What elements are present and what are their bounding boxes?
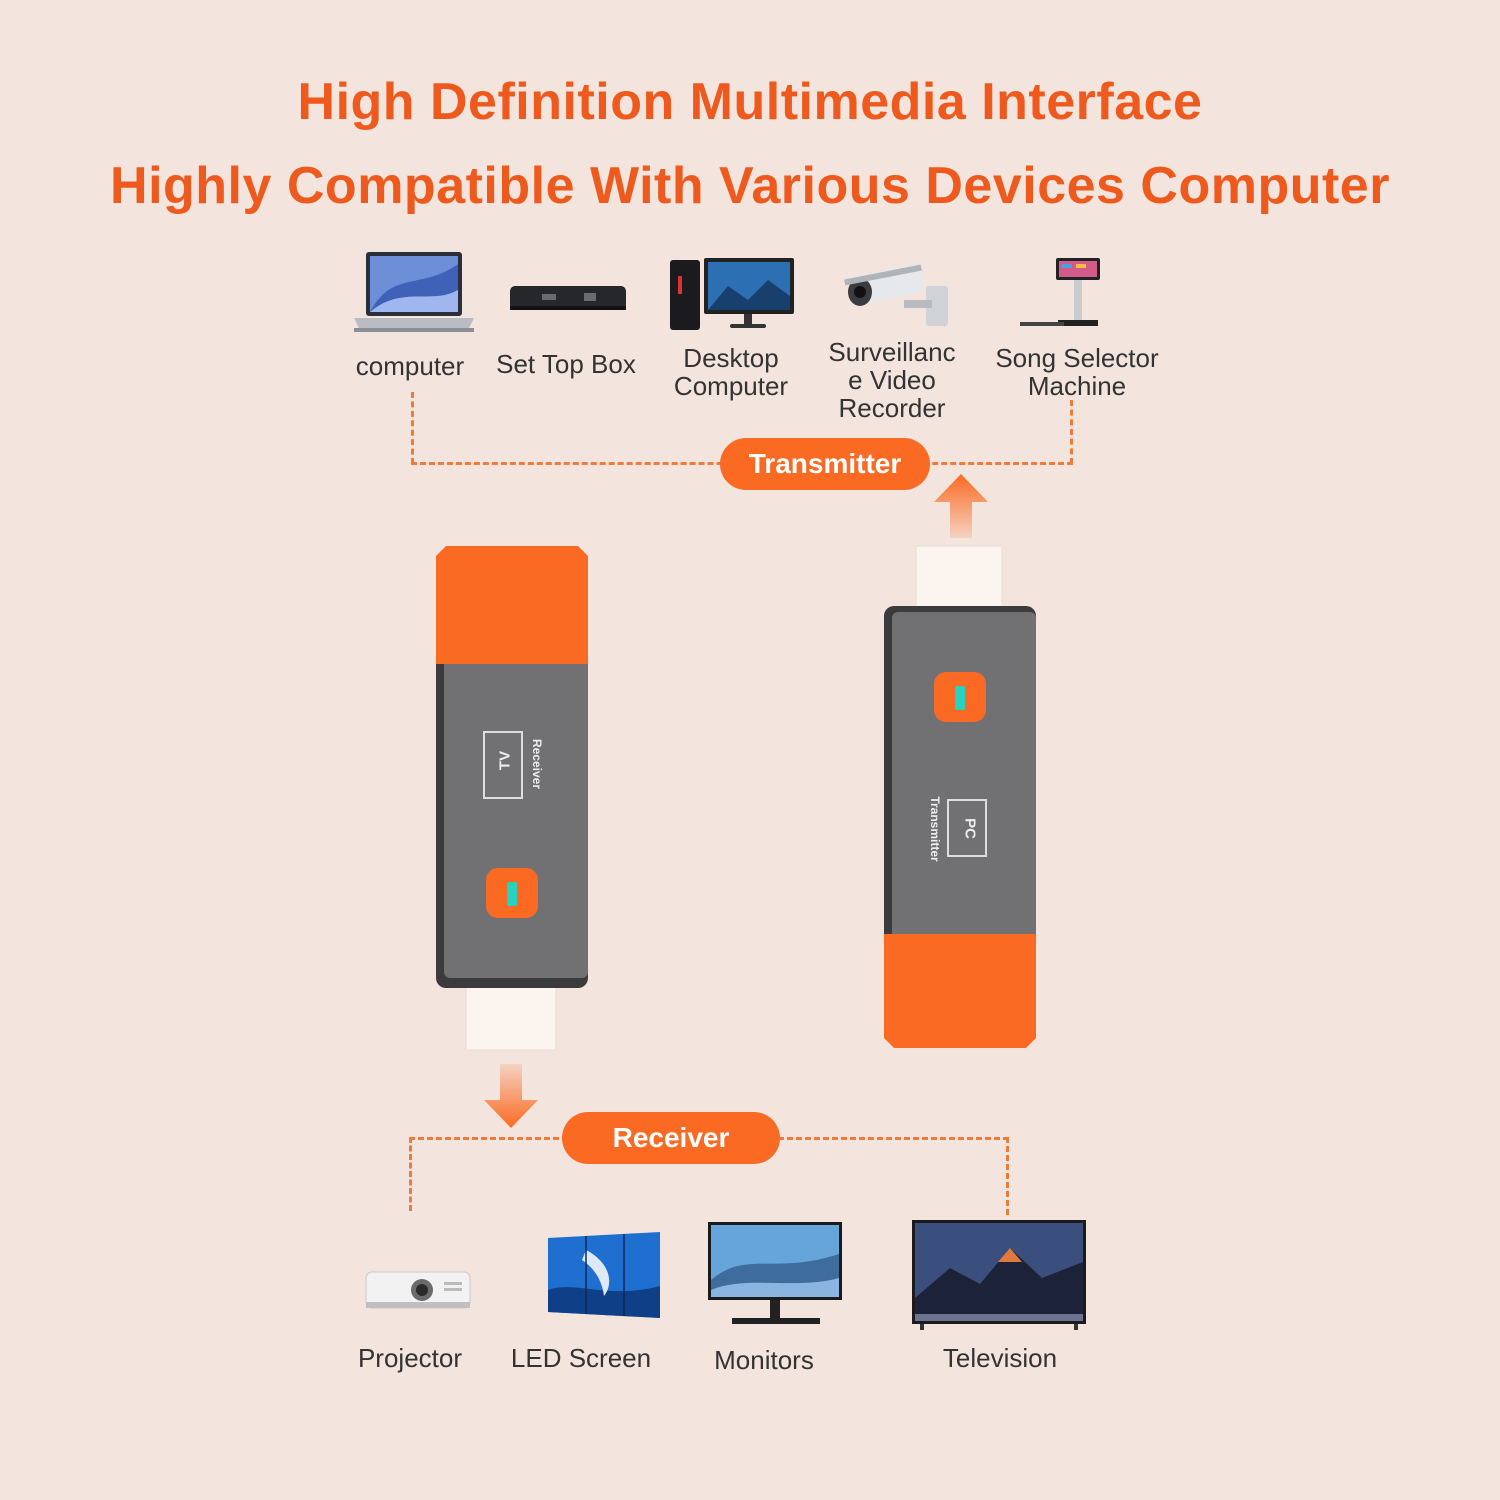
device-label-led-screen: LED Screen: [510, 1343, 652, 1373]
receiver-pill: Receiver: [562, 1112, 780, 1164]
receiver-box-text: TV: [496, 750, 514, 771]
led-screen-icon: [548, 1232, 660, 1318]
television-icon: [912, 1220, 1086, 1330]
device-label-desktop-computer: Desktop Computer: [673, 343, 789, 401]
receiver-connector-right: [1006, 1137, 1009, 1215]
device-label-monitors: Monitors: [714, 1345, 814, 1375]
transmitter-dongle: [884, 545, 1036, 1048]
surveillance-camera-icon: [844, 264, 948, 326]
transmitter-connector-right: [1070, 400, 1073, 464]
device-label-computer: computer: [355, 351, 465, 381]
song-selector-icon: [1020, 258, 1100, 326]
receiver-connector-left: [409, 1137, 412, 1211]
transmitter-box-text: PC: [961, 818, 979, 839]
device-label-surveillance-video-recorder: Surveillanc e Video Recorder: [828, 337, 956, 423]
transmitter-side-text: Transmitter: [928, 796, 942, 862]
arrow-up-icon: [934, 474, 988, 538]
device-label-projector: Projector: [357, 1343, 463, 1373]
transmitter-pill: Transmitter: [720, 438, 930, 490]
desktop-computer-icon: [670, 258, 794, 330]
laptop-icon: [354, 252, 474, 332]
device-label-song-selector-machine: Song Selector Machine: [995, 343, 1159, 401]
receiver-dongle: [436, 546, 588, 1051]
monitor-icon: [708, 1222, 842, 1324]
transmitter-connector-left: [411, 392, 414, 464]
arrow-down-icon: [484, 1064, 538, 1128]
device-label-set-top-box: Set Top Box: [496, 349, 636, 379]
receiver-side-text: Receiver: [530, 738, 544, 790]
title-line-1: High Definition Multimedia Interface: [297, 73, 1203, 131]
device-label-television: Television: [942, 1343, 1058, 1373]
title-line-2: Highly Compatible With Various Devices C…: [110, 157, 1390, 215]
projector-icon: [365, 1271, 471, 1309]
set-top-box-icon: [510, 286, 626, 310]
